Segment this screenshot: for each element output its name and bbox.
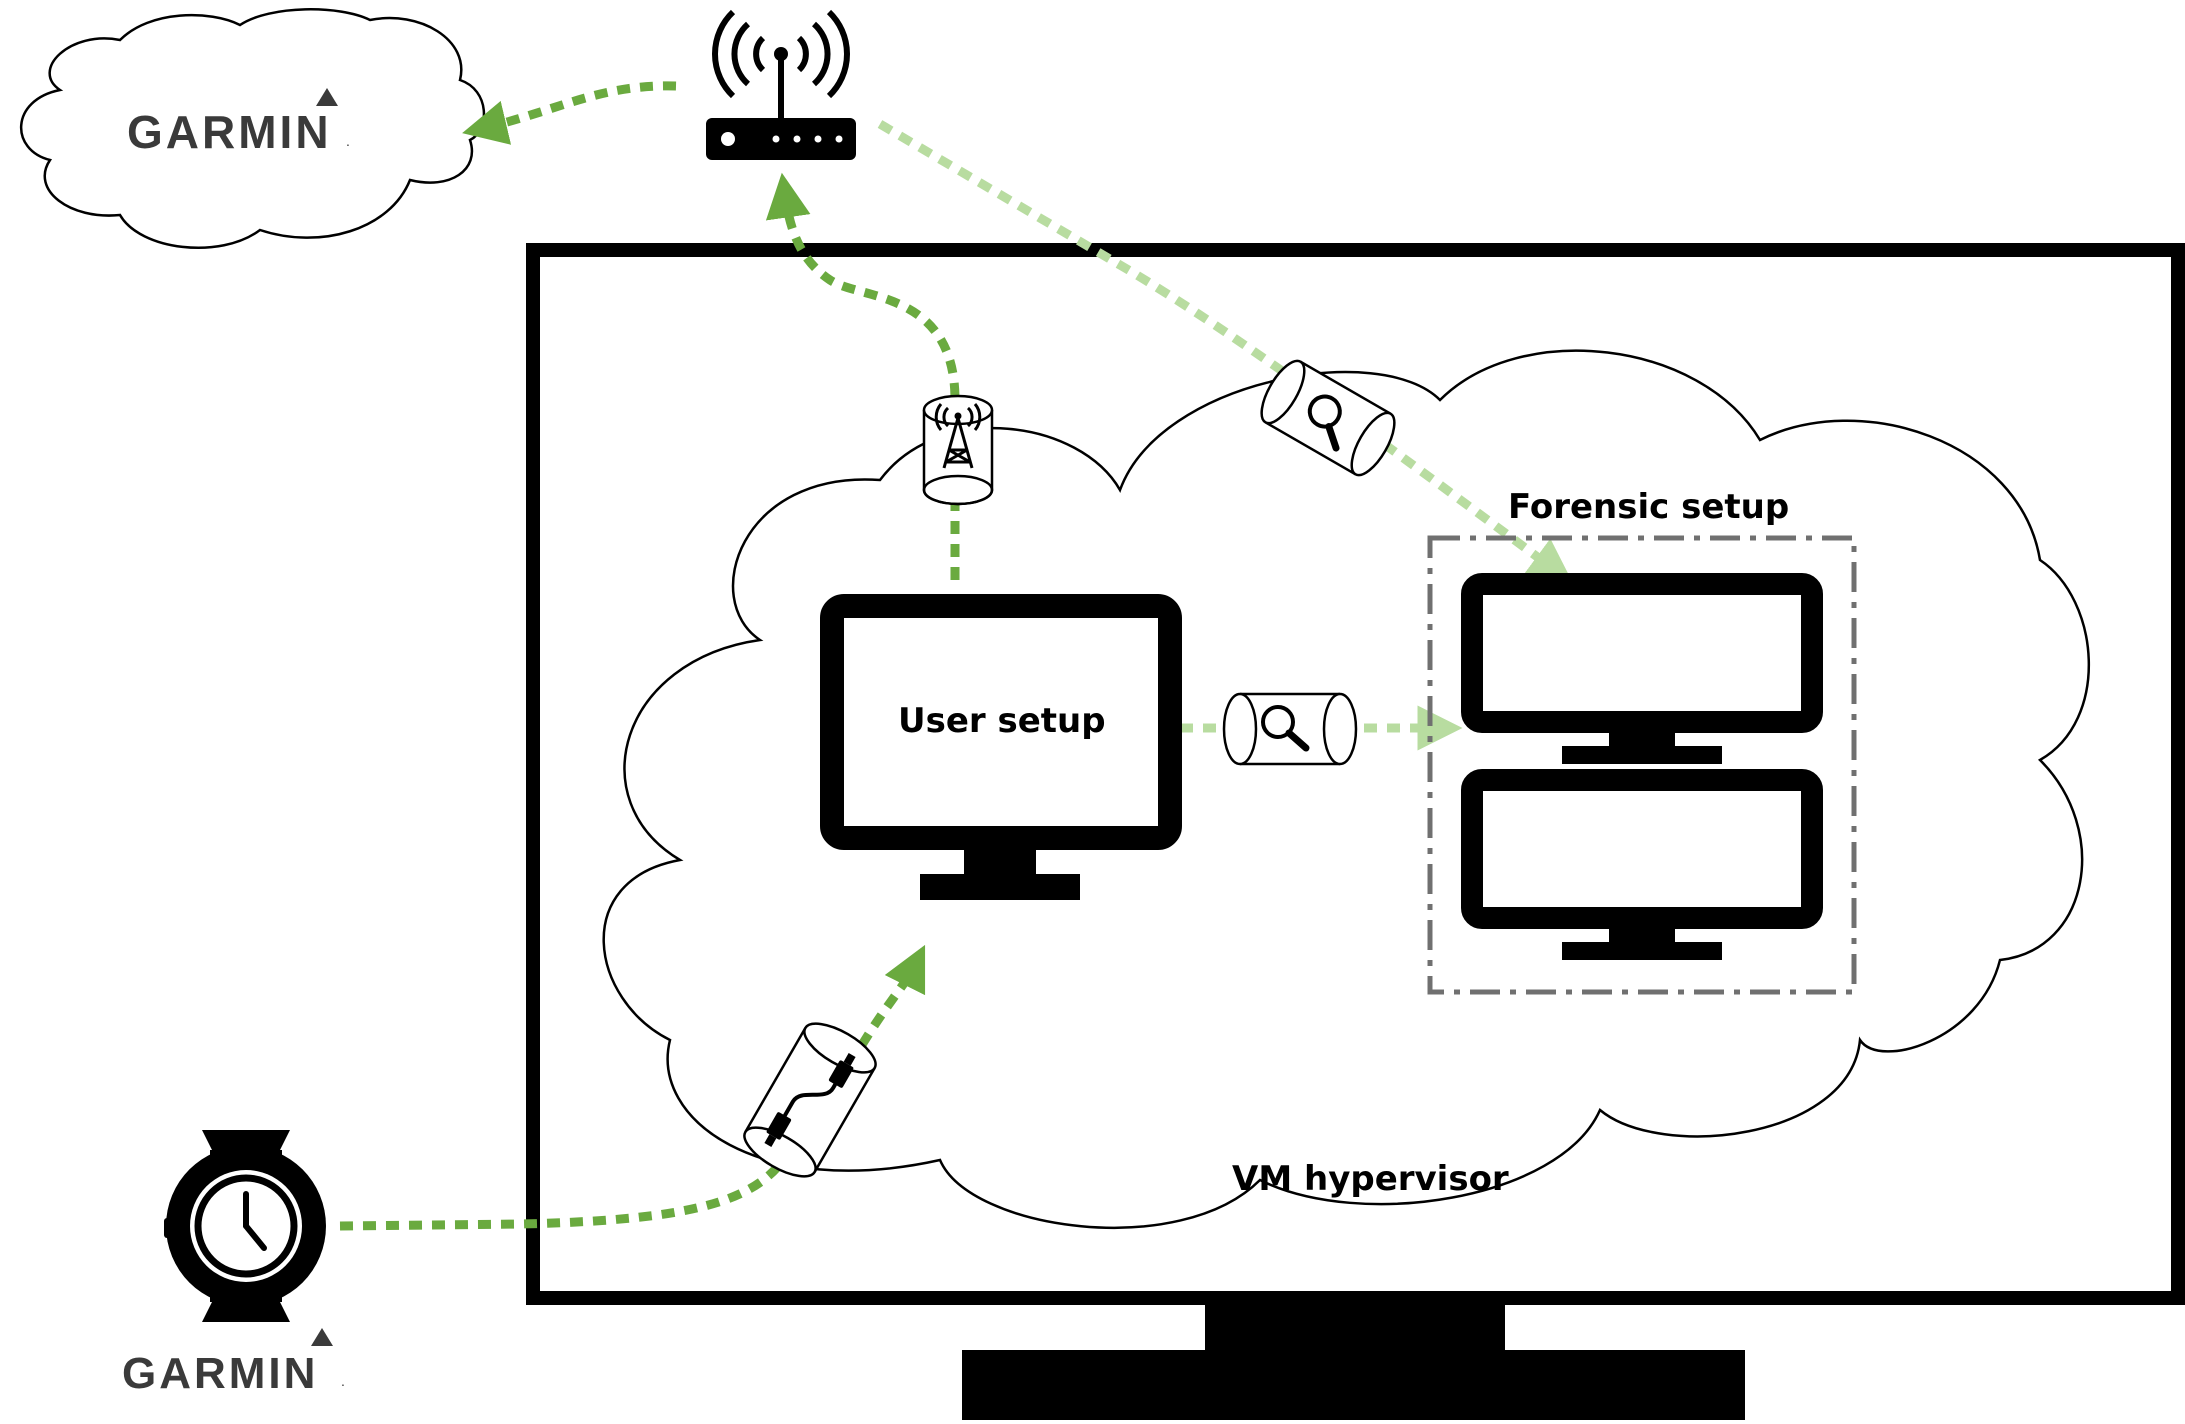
forensic-monitor-top bbox=[1461, 573, 1823, 764]
user-setup-label: User setup bbox=[898, 701, 1106, 741]
garmin-cloud-tm: . bbox=[346, 133, 350, 149]
arrow-router-to-forensic-setup bbox=[877, 120, 1574, 584]
garmin-watch-brand: GARMIN . bbox=[122, 1328, 345, 1398]
network-capture-cylinder-top bbox=[1260, 359, 1396, 477]
garmin-delta-icon bbox=[311, 1328, 333, 1346]
wifi-router-icon bbox=[706, 9, 856, 160]
arrow-router-to-garmin-cloud bbox=[462, 81, 677, 145]
usb-cable-icon bbox=[764, 1053, 856, 1147]
magnifier-icon bbox=[1307, 394, 1342, 452]
garmin-watch-brand-text: GARMIN bbox=[122, 1349, 318, 1398]
forensic-setup-group: Forensic setup bbox=[1427, 487, 1857, 995]
vm-hypervisor-label: VM hypervisor bbox=[1232, 1159, 1509, 1199]
vm-hypervisor-cloud: VM hypervisor bbox=[602, 349, 2091, 1230]
magnifier-icon bbox=[1261, 705, 1310, 752]
garmin-cloud-brand: GARMIN bbox=[127, 106, 332, 158]
arrow-user-setup-to-router bbox=[765, 172, 960, 580]
garmin-cloud: GARMIN . bbox=[20, 8, 486, 249]
user-setup-monitor: User setup bbox=[820, 594, 1182, 900]
forensic-monitor-bottom bbox=[1461, 769, 1823, 960]
forensic-setup-label: Forensic setup bbox=[1508, 487, 1789, 527]
garmin-watch-tm: . bbox=[341, 1373, 345, 1389]
garmin-delta-icon bbox=[316, 88, 338, 106]
cellular-capture-cylinder bbox=[922, 394, 994, 506]
forensic-setup-dashed-box bbox=[1427, 535, 1857, 995]
garmin-watch-icon bbox=[164, 1130, 326, 1322]
cell-tower-icon bbox=[934, 403, 982, 469]
usb-capture-cylinder bbox=[743, 1022, 877, 1178]
network-capture-cylinder-middle bbox=[1222, 692, 1358, 766]
